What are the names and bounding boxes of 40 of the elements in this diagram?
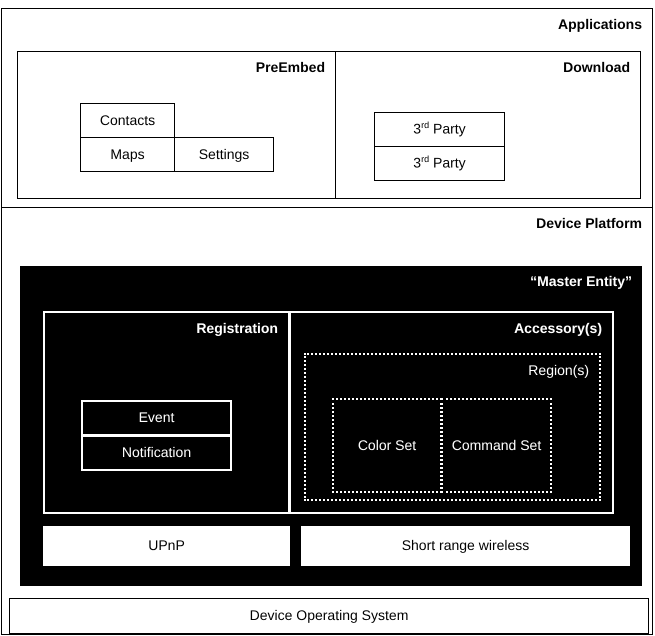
component-box [174, 137, 274, 172]
heading: Registration [196, 320, 278, 336]
dark-panel [289, 311, 614, 514]
heading: Applications [558, 16, 642, 32]
component-box [81, 435, 232, 471]
box-label: Notification [120, 444, 192, 462]
dotted-box [332, 398, 442, 493]
box-label: Short range wireless [400, 537, 530, 555]
section-frame [1, 207, 653, 635]
component-box [374, 112, 505, 147]
dark-panel [20, 266, 642, 586]
box-label: UPnP [147, 537, 186, 555]
heading: Region(s) [528, 362, 589, 378]
component-box [81, 400, 232, 436]
heading: Accessory(s) [514, 320, 602, 336]
heading: Download [563, 59, 630, 75]
component-box [374, 146, 505, 181]
heading: Device Platform [536, 215, 642, 231]
box-label: Maps [109, 146, 146, 164]
dark-panel [43, 311, 290, 514]
box-label: 3$^{rd}$ Party [412, 154, 467, 173]
panel-box [17, 51, 336, 199]
component-box [43, 526, 290, 566]
panel-box [335, 51, 641, 199]
heading: “Master Entity” [530, 273, 632, 289]
heading: PreEmbed [256, 59, 325, 75]
component-box [80, 103, 175, 138]
box-label: Color Set [356, 436, 418, 454]
component-box [9, 598, 649, 634]
section-frame [1, 8, 653, 208]
dotted-region [304, 353, 601, 501]
dotted-box [441, 398, 552, 493]
box-label: Command Set [450, 436, 542, 454]
box-label: Device Operating System [248, 607, 410, 625]
box-label: Event [138, 409, 176, 427]
box-label: Contacts [98, 112, 156, 130]
box-label: 3$^{rd}$ Party [412, 120, 467, 139]
component-box [80, 137, 175, 172]
box-label: Settings [198, 146, 250, 164]
component-box [301, 526, 630, 566]
